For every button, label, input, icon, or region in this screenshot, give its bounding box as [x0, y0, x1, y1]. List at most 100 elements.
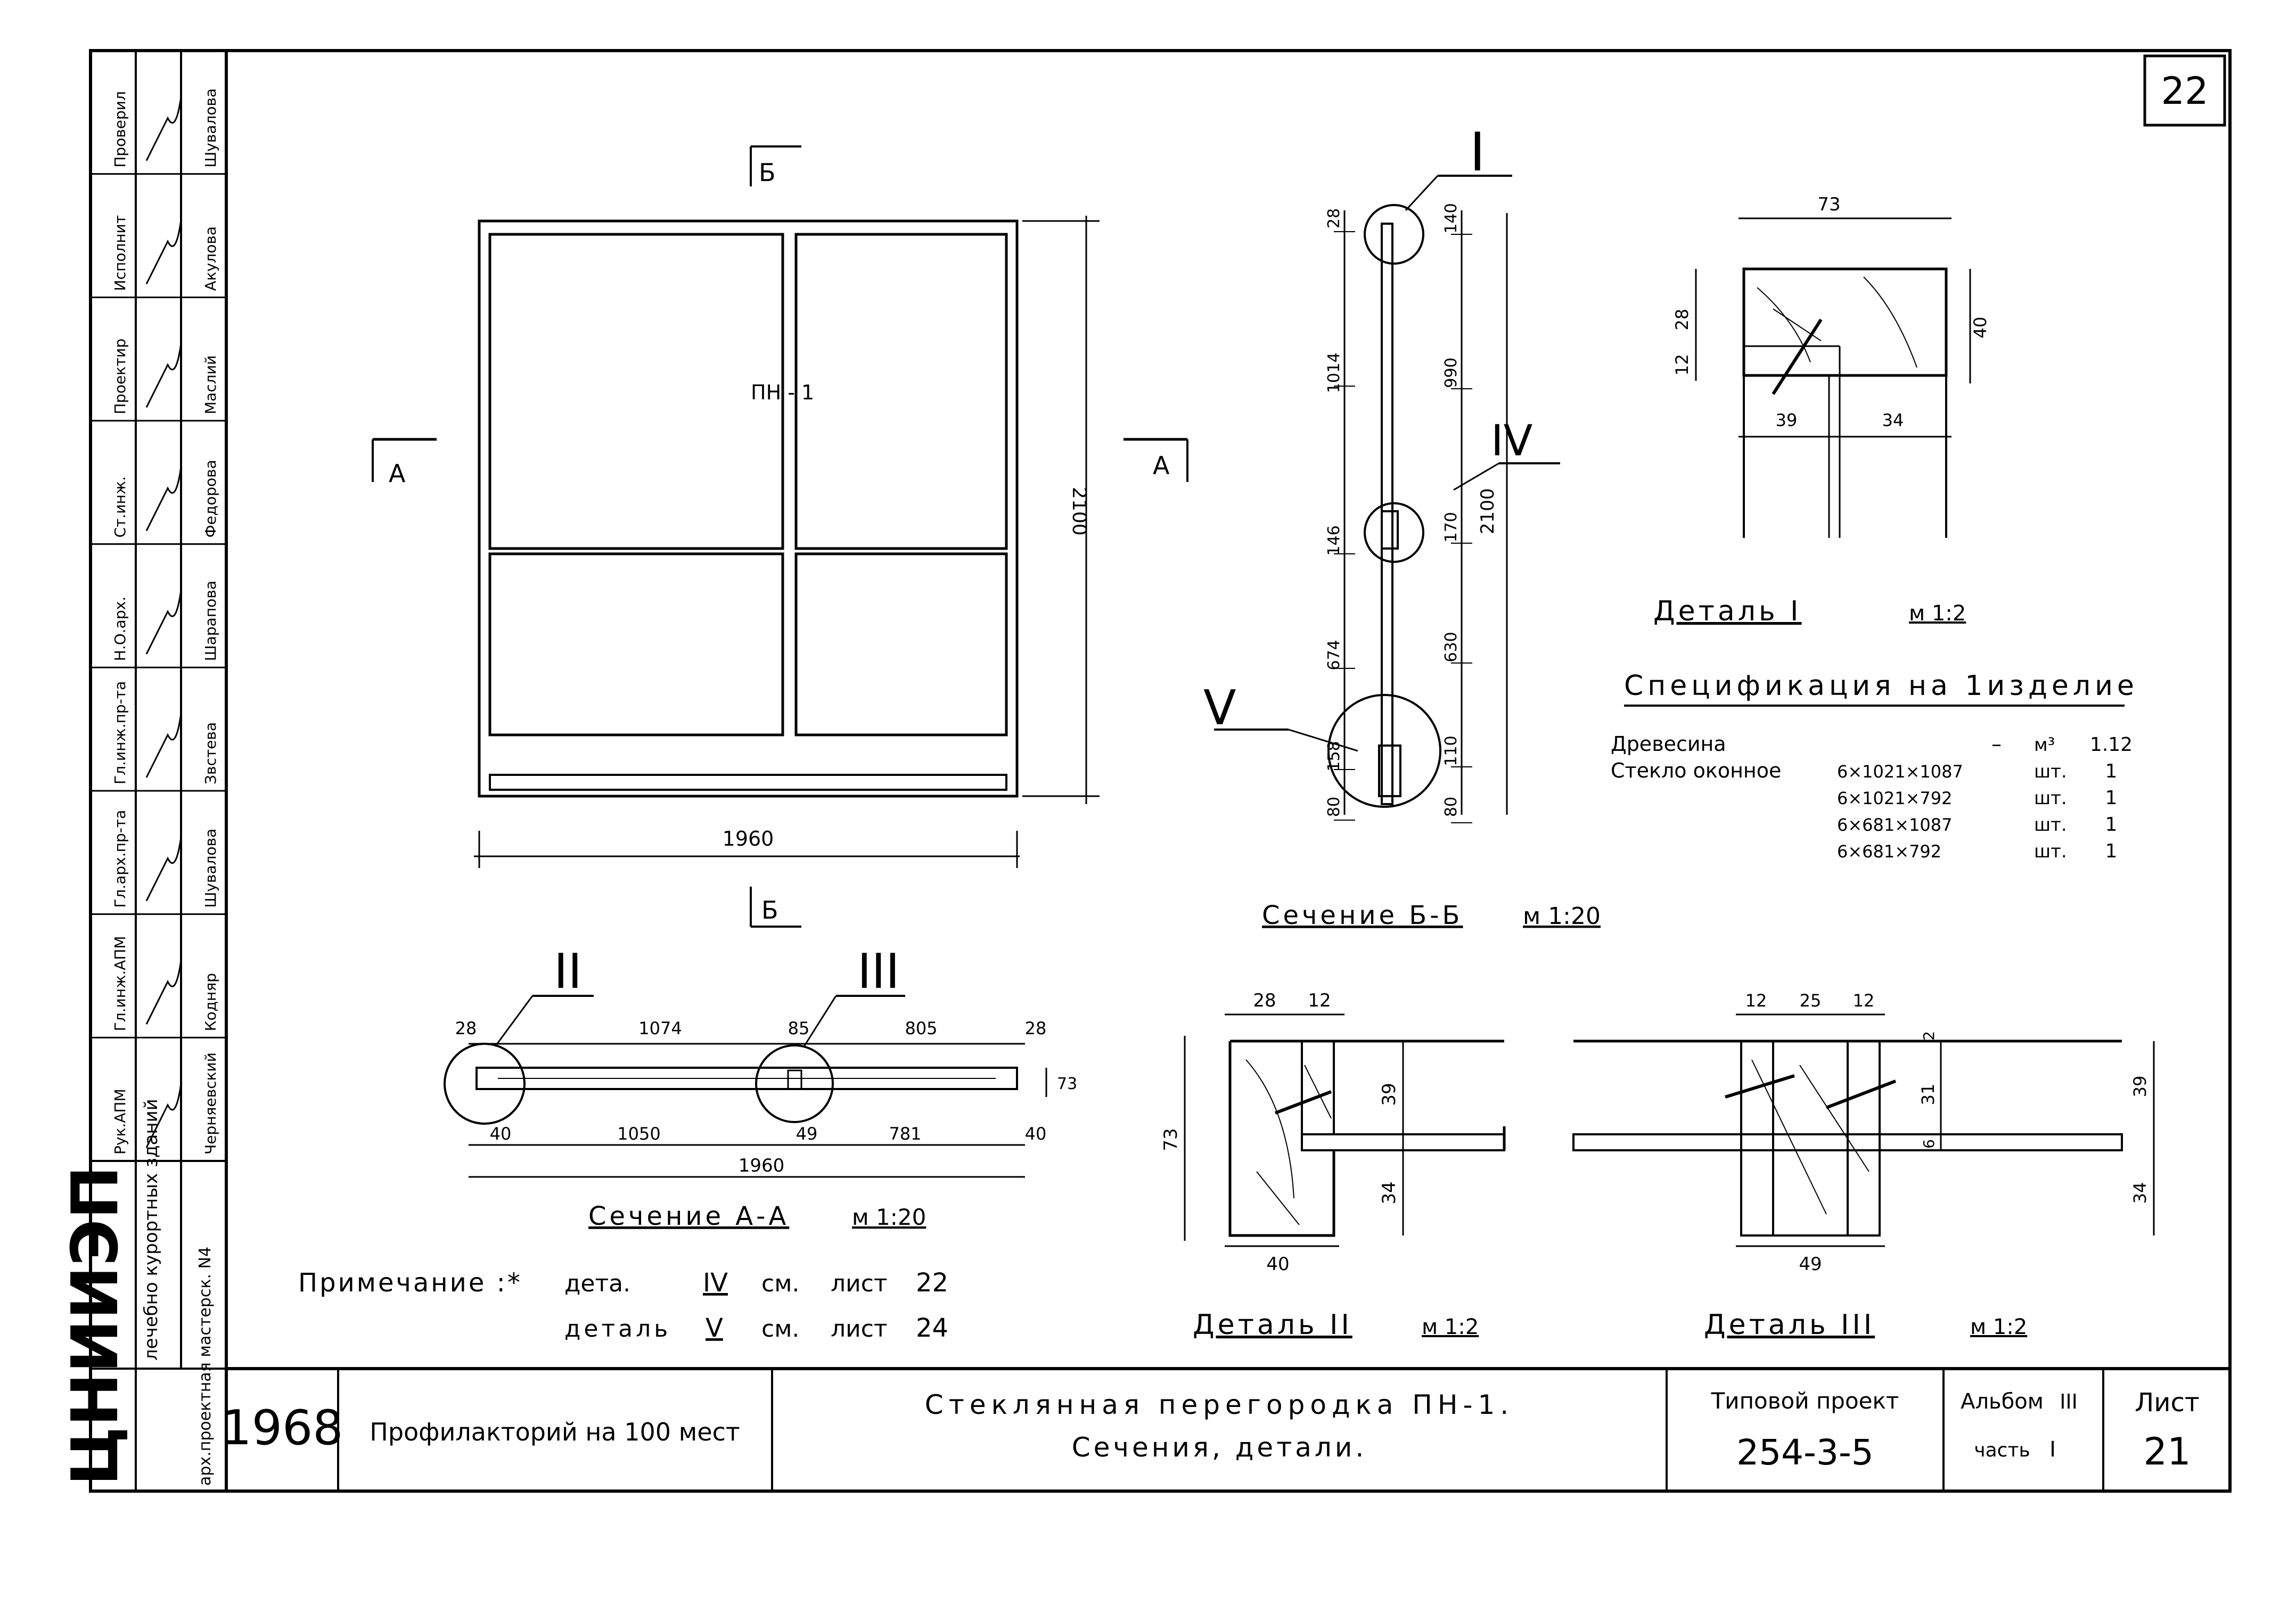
detail-II-dim-40: 40 [1266, 1254, 1289, 1275]
signature [145, 837, 182, 902]
detail-I-dim-39: 39 [1776, 410, 1798, 430]
aa-top-dim: 28 [455, 1018, 477, 1038]
bb-left-dim: 146 [1325, 525, 1343, 555]
bb-left-dim: 28 [1325, 208, 1343, 228]
callout-circle-II [444, 1043, 526, 1125]
stamp-role: Н.О.арх. [111, 596, 129, 661]
detail-II-scale: м 1:2 [1422, 1315, 1479, 1339]
signature [145, 96, 182, 161]
workshop-text: арх.проектная мастерск. N4 [196, 1247, 215, 1486]
callout-circle-I [1364, 204, 1424, 265]
spec-size: 6×681×1087 [1837, 815, 1953, 835]
spec-unit: шт. [2034, 841, 2067, 862]
notes-line2-mark: V [706, 1313, 723, 1343]
bb-right-dim: 140 [1442, 203, 1461, 233]
signature [145, 343, 182, 408]
aa-total-dim: 1960 [739, 1155, 785, 1176]
notes-line2-a: деталь [564, 1315, 671, 1343]
detail-III-dim-31: 31 [1918, 1084, 1938, 1106]
sheet-frame [89, 49, 2232, 1493]
spec-title: Спецификация на 1изделие [1624, 670, 2138, 702]
stamp-name: Звстева [202, 722, 219, 784]
page-number-box [2143, 54, 2226, 127]
spec-size: 6×1021×1087 [1837, 762, 1963, 782]
bb-right-dim: 170 [1442, 512, 1461, 542]
aa-top-dim: 805 [905, 1018, 937, 1038]
spec-unit: шт. [2034, 788, 2067, 809]
bb-left-dim: 80 [1325, 797, 1343, 817]
aa-thickness: 73 [1057, 1075, 1077, 1093]
organization-text: лечебно курортных зданий [141, 1099, 162, 1361]
stamp-role: Рук.АПМ [111, 1089, 129, 1155]
year: 1968 [221, 1400, 343, 1456]
aa-top-dim: 1074 [638, 1018, 682, 1038]
detail-III-dim-6: 6 [1920, 1139, 1938, 1149]
bb-total-dim: 2100 [1477, 488, 1498, 535]
sheet-label: Лист [2135, 1388, 2200, 1418]
part-label: часть [1974, 1439, 2030, 1461]
notes-line2-c: лист [831, 1315, 888, 1343]
aa-bottom-dim: 40 [490, 1124, 512, 1144]
aa-bottom-dim: 40 [1025, 1124, 1047, 1144]
typical-project-label: Типовой проект [1711, 1388, 1899, 1414]
spec-unit: шт. [2034, 814, 2067, 836]
bb-right-dim: 110 [1442, 735, 1461, 766]
signature [145, 1083, 182, 1148]
album-label: Альбом [1961, 1389, 2044, 1414]
signature [145, 960, 182, 1025]
page-number: 22 [2161, 69, 2208, 113]
bb-left-dim: 158 [1325, 741, 1343, 771]
signature [145, 220, 182, 285]
stamp-role: Проектир [111, 339, 129, 414]
album-number: III [2060, 1390, 2078, 1413]
detail-II-dim-12: 12 [1308, 990, 1331, 1011]
callout-label-IV: IV [1491, 416, 1533, 465]
detail-III-title: Деталь III [1704, 1309, 1875, 1341]
bb-left-dim: 1014 [1325, 353, 1343, 393]
part-number: I [2049, 1437, 2056, 1462]
notes-line1-b: см. [761, 1270, 799, 1297]
section-a-left: А [389, 459, 406, 488]
detail-I-dim-12: 12 [1672, 354, 1692, 376]
notes-line1-a: дета. [564, 1270, 630, 1297]
section-bb-scale: м 1:20 [1523, 903, 1601, 930]
spec-qty: 1.12 [2090, 734, 2133, 756]
aa-top-dim: 85 [788, 1018, 810, 1038]
elevation-height-dim: 2100 [1068, 487, 1090, 536]
project-name: Профилакторий на 100 мест [370, 1418, 740, 1446]
spec-unit: м³ [2034, 734, 2055, 756]
detail-II-dim-28: 28 [1253, 990, 1276, 1011]
section-bb-title: Сечение Б-Б [1262, 901, 1463, 930]
detail-III-dim-49: 49 [1799, 1254, 1822, 1275]
aa-top-dim: 28 [1025, 1018, 1047, 1038]
title-block: 1968 Профилакторий на 100 мест Стеклянна… [221, 1367, 2230, 1491]
detail-II-title: Деталь II [1193, 1309, 1352, 1341]
spec-unit: шт. [2034, 761, 2067, 782]
section-aa-scale: м 1:20 [852, 1204, 926, 1230]
detail-III: 12 25 12 2 31 6 39 34 49 Деталь III м 1:… [1572, 991, 2155, 1341]
detail-I: 73 28 12 40 39 34 Деталь I м 1:2 [1653, 194, 1990, 627]
callout-circle-IV [1364, 502, 1424, 563]
callout-label-II: II [554, 944, 582, 1000]
spec-qty: 1 [2105, 840, 2118, 862]
spec-size: 6×1021×792 [1837, 788, 1953, 808]
detail-I-scale: м 1:2 [1909, 601, 1966, 626]
glass-pane-3 [488, 552, 784, 736]
stamp-name: Кодняр [202, 973, 219, 1031]
callout-circle-V [1327, 694, 1441, 808]
stamp-role: Исполнит [111, 215, 129, 291]
bb-right-dim: 80 [1442, 797, 1461, 817]
callout-label-III: III [857, 944, 900, 1000]
glass-pane-4 [794, 552, 1008, 736]
notes-line2-num: 24 [916, 1313, 948, 1343]
stamp-role: Ст.инж. [111, 476, 129, 537]
partition-elevation: ПН - 1 1960 2100 А А Б Б [372, 145, 1188, 928]
signature [145, 467, 182, 531]
callout-label-V: V [1203, 680, 1236, 736]
drawing-title-1: Стеклянная перегородка ПН-1. [925, 1389, 1514, 1420]
stamp-role: Гл.арх.пр-та [111, 810, 129, 908]
